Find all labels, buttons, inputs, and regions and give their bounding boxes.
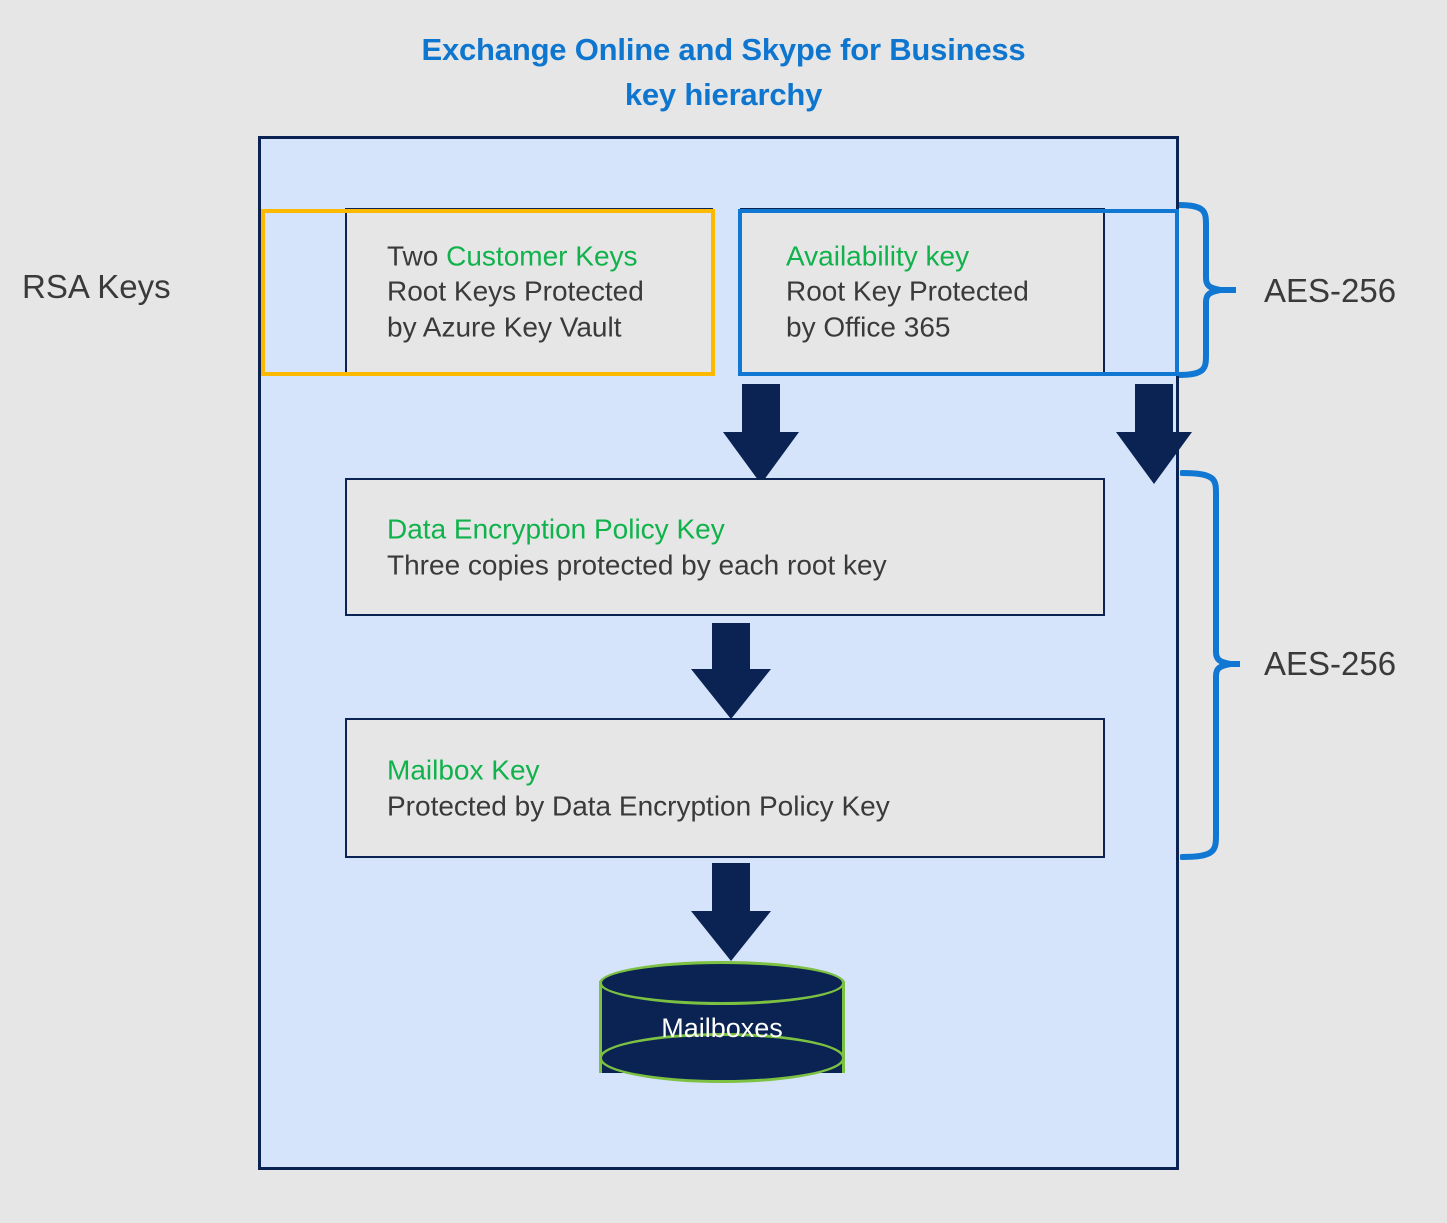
cylinder-top-ellipse [599,961,845,1005]
availability-key-text: Availability key Root Key Protected by O… [786,238,1091,345]
customer-keys-line-2: Root Keys Protected [387,275,644,307]
page-title-line-1: Exchange Online and Skype for Business [421,32,1026,67]
arrow-shaft [712,863,750,913]
arrow-shaft [742,384,780,436]
mailboxes-database-cylinder[interactable]: Mailboxes [599,961,845,1093]
page-title: Exchange Online and Skype for Business k… [0,28,1447,118]
mailboxes-label: Mailboxes [661,1013,783,1043]
mailbox-key-box[interactable]: Mailbox Key Protected by Data Encryption… [345,718,1105,858]
availability-key-accent-frame [738,209,1179,376]
arrow-head [723,432,799,484]
availability-key-line-2: Root Key Protected [786,275,1029,307]
arrow-mailbox-key-to-mailboxes [685,863,777,961]
mailbox-key-highlight: Mailbox Key [387,754,540,786]
right-curly-brace-icon [1180,470,1240,860]
dep-key-highlight: Data Encryption Policy Key [387,513,725,545]
arrow-head [691,669,771,719]
aes-bottom-brace [1180,468,1240,862]
arrow-dep-key-to-mailbox-key [685,623,777,719]
customer-keys-accent-frame [261,209,715,376]
mailbox-key-line-2: Protected by Data Encryption Policy Key [387,790,890,821]
arrow-shaft [1135,384,1173,436]
customer-keys-highlight: Customer Keys [446,240,638,272]
arrow-availability-key-to-dep-key [1116,384,1192,484]
dep-key-line-2: Three copies protected by each root key [387,549,887,580]
availability-key-box[interactable]: Availability key Root Key Protected by O… [740,208,1105,375]
cylinder-bottom-ellipse [599,1033,845,1083]
key-hierarchy-container: Two Customer Keys Root Keys Protected by… [258,136,1192,1170]
customer-keys-line-3: by Azure Key Vault [387,311,622,343]
data-encryption-policy-key-box[interactable]: Data Encryption Policy Key Three copies … [345,478,1105,616]
availability-key-highlight: Availability key [786,240,970,272]
availability-key-line-3: by Office 365 [786,311,951,343]
customer-keys-prefix: Two [387,240,447,272]
arrow-head [691,911,771,961]
arrow-customer-keys-to-dep-key [723,384,799,484]
aes-bottom-label: AES-256 [1264,645,1397,682]
customer-keys-line-1: Two Customer Keys [387,238,699,274]
arrow-shaft [712,623,750,671]
page-title-line-2: key hierarchy [624,76,823,112]
right-curly-brace-icon [1176,202,1236,378]
aes-top-label: AES-256 [1264,272,1397,309]
arrow-head [1116,432,1192,484]
mailbox-key-text: Mailbox Key Protected by Data Encryption… [387,752,1091,823]
rsa-keys-label: RSA Keys [22,268,171,305]
aes-top-brace [1176,200,1236,380]
data-encryption-policy-key-text: Data Encryption Policy Key Three copies … [387,511,1091,582]
customer-keys-text: Two Customer Keys Root Keys Protected by… [387,238,699,345]
